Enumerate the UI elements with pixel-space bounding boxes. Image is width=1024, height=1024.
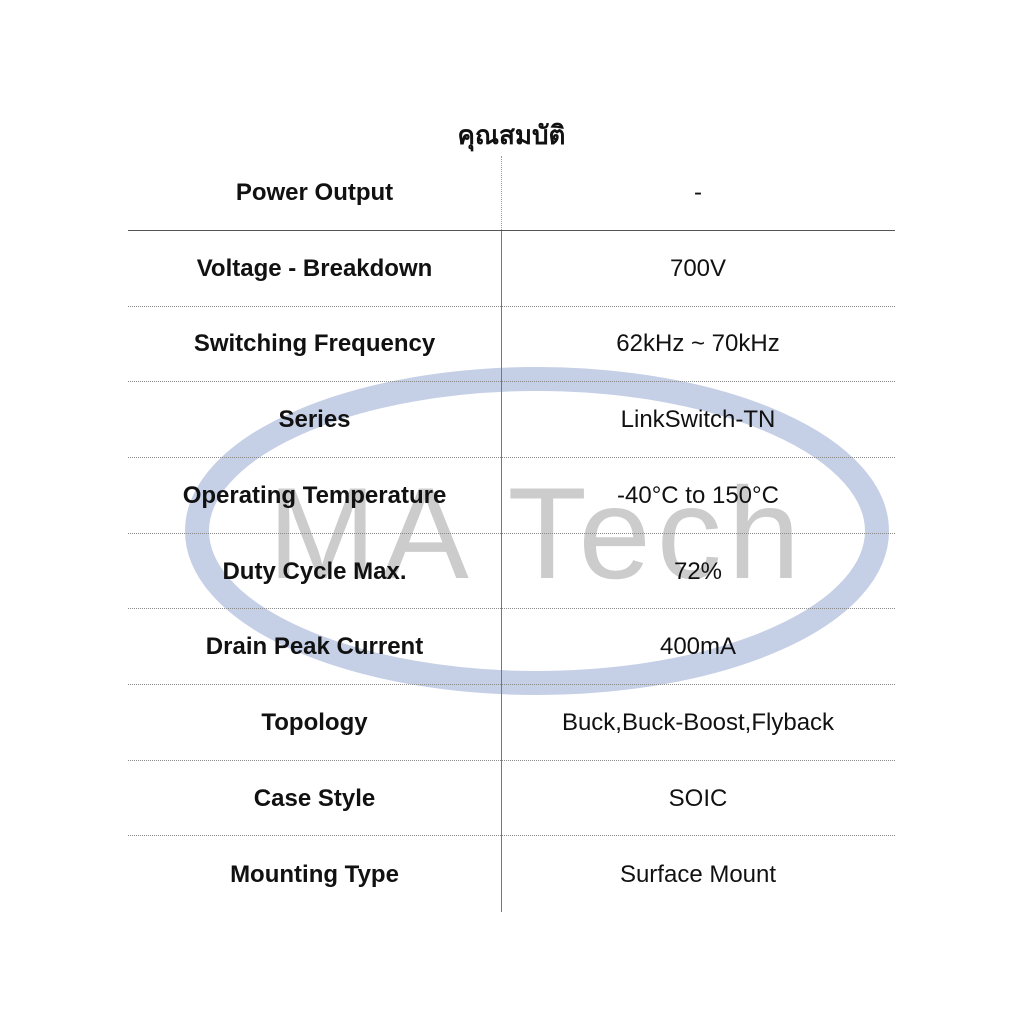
spec-label: Drain Peak Current [205, 633, 424, 660]
spec-label: Case Style [253, 785, 376, 812]
row-divider [128, 457, 895, 458]
row-divider [128, 608, 895, 609]
row-divider [128, 381, 895, 382]
spec-label: Switching Frequency [193, 330, 436, 357]
row-divider [128, 684, 895, 685]
spec-value: -40°C to 150°C [617, 482, 779, 509]
spec-row-series: Series LinkSwitch-TN [128, 405, 895, 435]
spec-label: Operating Temperature [182, 482, 447, 509]
spec-row-topology: Topology Buck,Buck-Boost,Flyback [128, 708, 895, 738]
spec-row-power-output: Power Output - [128, 178, 895, 208]
spec-row-case-style: Case Style SOIC [128, 784, 895, 814]
row-divider [128, 306, 895, 307]
spec-value: 400mA [659, 633, 737, 660]
row-divider [128, 760, 895, 761]
spec-label: Mounting Type [230, 861, 399, 888]
spec-label: Voltage - Breakdown [196, 255, 433, 282]
spec-row-mounting-type: Mounting Type Surface Mount [128, 860, 895, 890]
row-divider-header [128, 230, 895, 231]
spec-value: 72% [673, 558, 723, 585]
spec-row-drain-peak-current: Drain Peak Current 400mA [128, 632, 895, 662]
spec-value: Surface Mount [619, 861, 777, 888]
spec-value: 62kHz ~ 70kHz [616, 330, 780, 357]
spec-value: - [694, 179, 702, 206]
spec-row-voltage-breakdown: Voltage - Breakdown 700V [128, 254, 895, 284]
spec-label: Series [278, 406, 351, 433]
column-divider [501, 230, 502, 912]
column-divider-top [501, 156, 502, 230]
spec-table: Power Output - Voltage - Breakdown 700V … [128, 156, 895, 912]
spec-row-operating-temperature: Operating Temperature -40°C to 150°C [128, 481, 895, 511]
spec-label: Duty Cycle Max. [222, 558, 407, 585]
spec-label: Topology [261, 709, 368, 736]
row-divider [128, 533, 895, 534]
spec-value: 700V [669, 255, 727, 282]
page-title: คุณสมบัติ [457, 121, 566, 151]
spec-row-duty-cycle: Duty Cycle Max. 72% [128, 557, 895, 587]
spec-label: Power Output [235, 179, 394, 206]
row-divider [128, 835, 895, 836]
spec-row-switching-frequency: Switching Frequency 62kHz ~ 70kHz [128, 329, 895, 359]
spec-value: Buck,Buck-Boost,Flyback [561, 709, 835, 736]
spec-value: LinkSwitch-TN [620, 406, 776, 433]
spec-value: SOIC [668, 785, 728, 812]
